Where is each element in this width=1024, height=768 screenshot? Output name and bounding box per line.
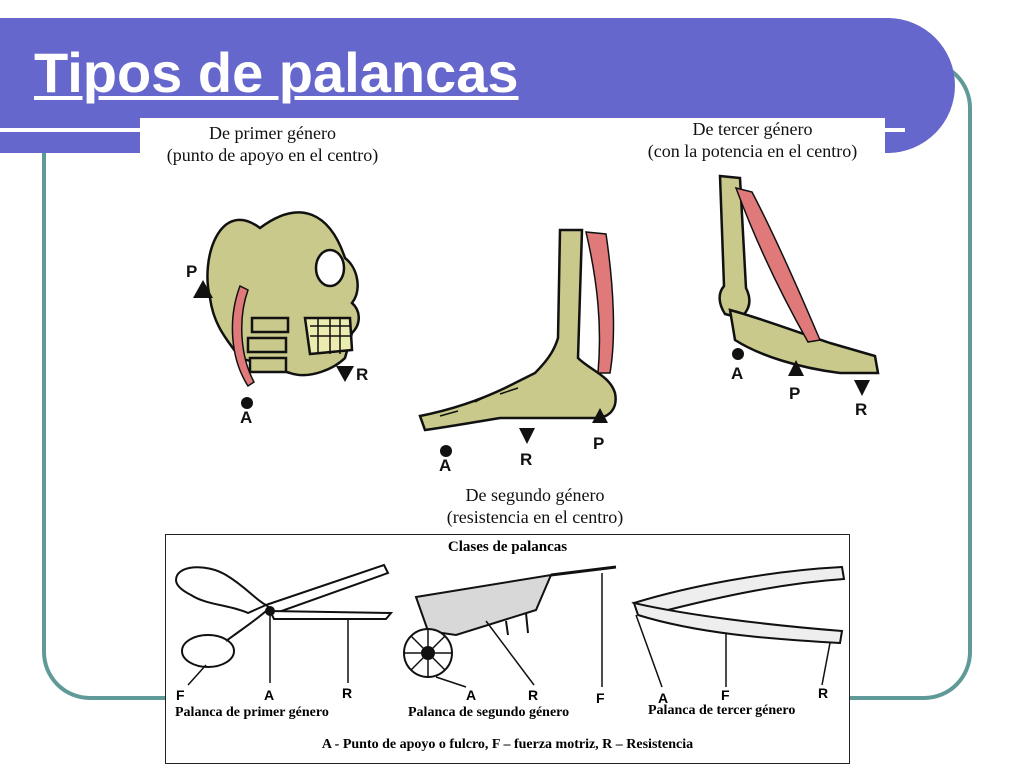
first-class-caption: De primer género (punto de apoyo en el c… xyxy=(140,122,405,166)
a-fulcrum-first xyxy=(241,397,253,409)
r-arrow-second xyxy=(519,428,535,444)
tongs-label-a: A xyxy=(658,690,669,706)
foot-illustration xyxy=(418,228,617,432)
tools-heading: Clases de palancas xyxy=(447,539,568,555)
r-arrow-third xyxy=(854,380,870,396)
p-arrow-second xyxy=(592,408,608,423)
third-class-subtitle: (con la potencia en el centro) xyxy=(647,141,858,161)
scissors-label-a: A xyxy=(264,687,275,703)
lever-diagram-panel: De primer género (punto de apoyo en el c… xyxy=(140,118,885,533)
calf-muscle xyxy=(585,231,615,374)
r-arrow-first xyxy=(336,366,354,382)
tongs-illustration xyxy=(631,565,846,645)
label-p-first: P xyxy=(186,262,198,281)
tongs-label-r: R xyxy=(818,685,829,701)
biceps-muscle xyxy=(734,186,822,343)
a-fulcrum-third xyxy=(732,348,744,360)
second-class-title: De segundo género xyxy=(465,485,605,505)
label-a-first: A xyxy=(240,408,253,427)
label-r-first: R xyxy=(356,365,369,384)
tools-legend: A - Punto de apoyo o fulcro, F – fuerza … xyxy=(321,737,694,752)
scissors-label-r: R xyxy=(342,685,353,701)
lever-tools-box: Clases de palancas xyxy=(165,534,850,764)
tongs-label-f: F xyxy=(721,687,730,703)
label-r-third: R xyxy=(855,400,868,419)
anatomy-illustration xyxy=(193,174,880,457)
third-class-title: De tercer género xyxy=(692,119,813,139)
label-p-second: P xyxy=(593,434,605,453)
slide-title: Tipos de palancas xyxy=(34,41,519,104)
first-class-title: De primer género xyxy=(209,123,336,143)
p-arrow-third xyxy=(788,360,804,376)
a-fulcrum-second xyxy=(440,445,452,457)
wheelbarrow-label-f: F xyxy=(596,690,605,706)
wheelbarrow-caption: Palanca de segundo género xyxy=(408,705,570,720)
label-p-third: P xyxy=(789,384,801,403)
first-class-subtitle: (punto de apoyo en el centro) xyxy=(166,145,379,165)
tongs-caption: Palanca de tercer género xyxy=(648,703,796,718)
wheelbarrow-label-r: R xyxy=(528,687,539,703)
label-a-second: A xyxy=(439,456,452,475)
neck-muscle xyxy=(231,284,255,388)
label-r-second: R xyxy=(520,450,533,469)
scissors-caption: Palanca de primer género xyxy=(175,705,329,720)
arm-illustration xyxy=(718,174,880,375)
p-arrow-first xyxy=(193,280,213,298)
label-a-third: A xyxy=(731,364,744,383)
tools-illustration xyxy=(174,563,846,688)
second-class-subtitle: (resistencia en el centro) xyxy=(446,507,624,527)
skull-illustration xyxy=(206,211,360,377)
scissors-label-f: F xyxy=(176,687,185,703)
second-class-caption: De segundo género (resistencia en el cen… xyxy=(400,484,670,528)
wheelbarrow-illustration xyxy=(403,565,617,678)
third-class-caption: De tercer género (con la potencia en el … xyxy=(620,118,885,162)
wheelbarrow-label-a: A xyxy=(466,687,477,703)
scissors-illustration xyxy=(174,563,394,668)
